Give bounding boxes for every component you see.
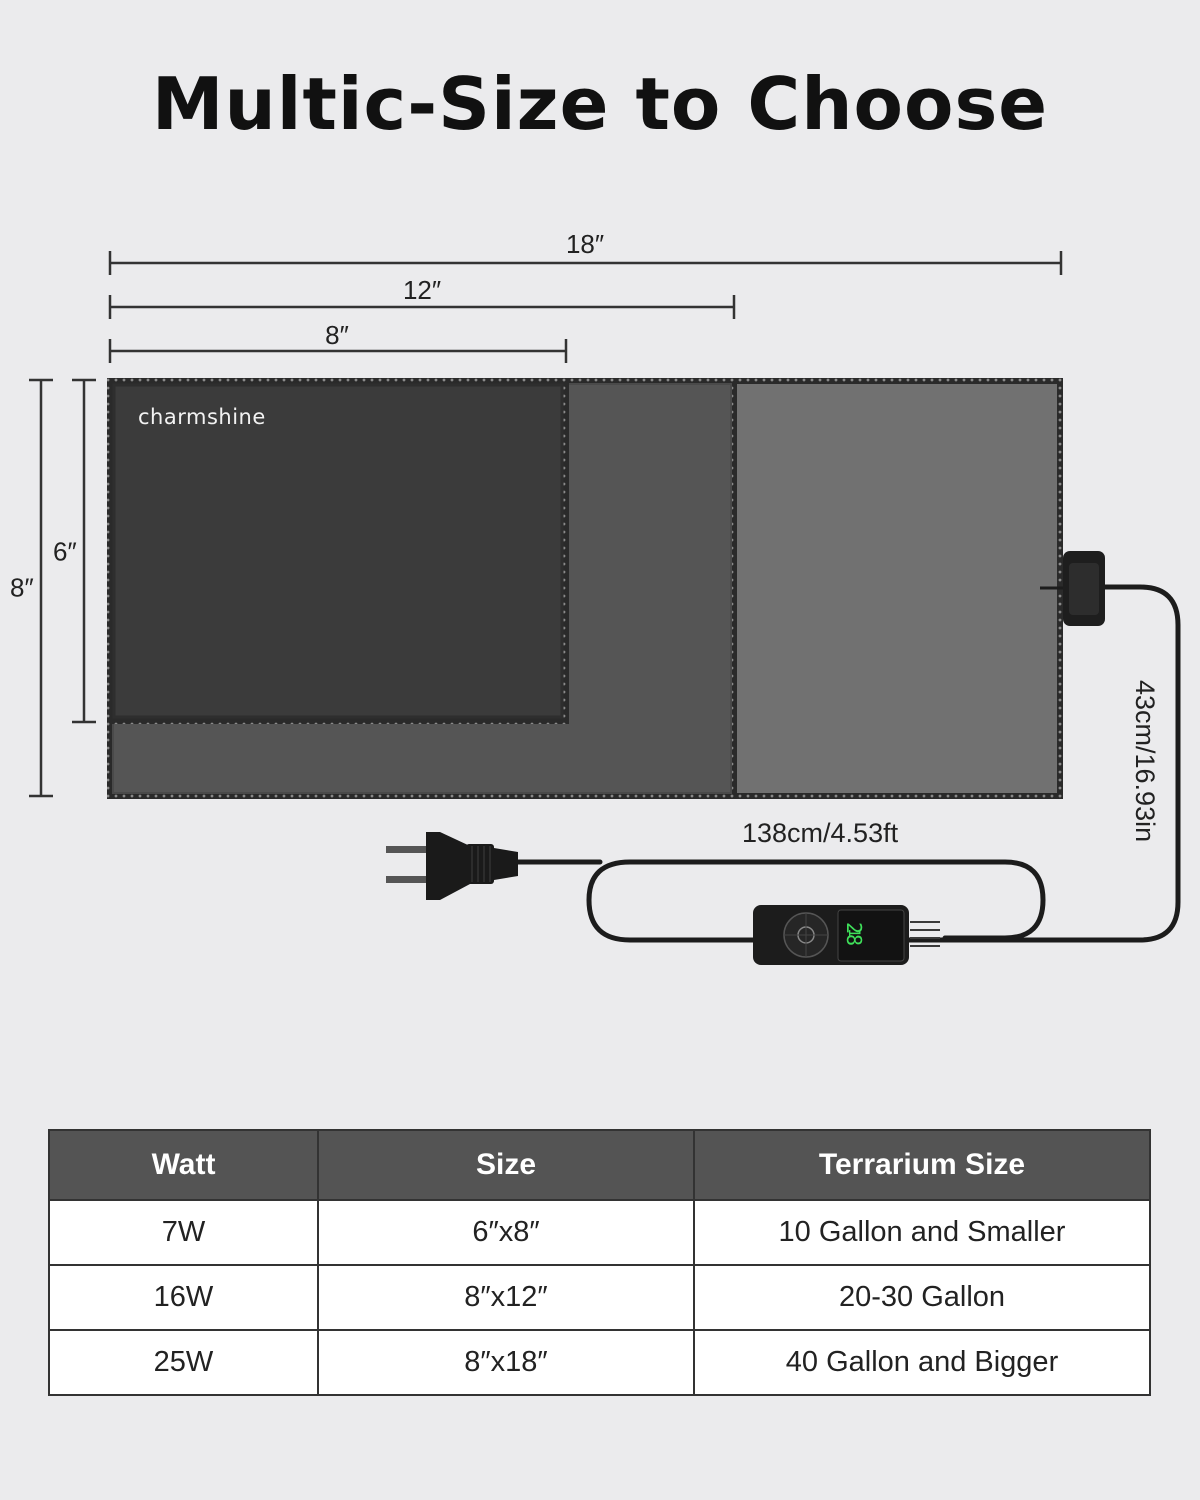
table-row: 25W 8″x18″ 40 Gallon and Bigger (48, 1329, 1151, 1396)
table-cell-terrarium: 10 Gallon and Smaller (693, 1199, 1151, 1266)
dimension-line-12 (108, 295, 736, 319)
spec-table: Watt Size Terrarium Size 7W 6″x8″ 10 Gal… (48, 1129, 1151, 1396)
width-label-8: 8″ (325, 320, 349, 350)
dimension-line-18 (108, 251, 1063, 275)
heat-mat-diagram (29, 251, 1181, 965)
table-header-terrarium-size: Terrarium Size (693, 1129, 1151, 1201)
pad-connector (1063, 551, 1105, 626)
table-row: 16W 8″x12″ 20-30 Gallon (48, 1264, 1151, 1331)
table-row: 7W 6″x8″ 10 Gallon and Smaller (48, 1199, 1151, 1266)
thermostat-controller (753, 905, 940, 965)
table-header-size: Size (317, 1129, 695, 1201)
table-cell-watt: 7W (48, 1199, 319, 1266)
power-cord (512, 584, 1181, 943)
table-cell-size: 8″x18″ (317, 1329, 695, 1396)
cord-length-label-pad-controller: 43cm/16.93in (1130, 680, 1160, 843)
height-label-8: 8″ (10, 572, 34, 603)
cord-length-label-controller-plug: 138cm/4.53ft (742, 818, 899, 848)
table-cell-size: 6″x8″ (317, 1199, 695, 1266)
table-header-watt: Watt (48, 1129, 319, 1201)
table-cell-watt: 25W (48, 1329, 319, 1396)
page-title: Multic-Size to Choose (151, 62, 1049, 146)
table-header-row: Watt Size Terrarium Size (48, 1129, 1151, 1201)
dimension-line-height-8 (29, 378, 53, 798)
width-label-12: 12″ (402, 275, 442, 305)
dimension-line-8 (108, 339, 568, 363)
height-label-6: 6″ (53, 536, 77, 567)
table-cell-terrarium: 40 Gallon and Bigger (693, 1329, 1151, 1396)
brand-logo: charmshine (138, 405, 266, 429)
heat-pad-small (107, 378, 569, 724)
table-cell-terrarium: 20-30 Gallon (693, 1264, 1151, 1331)
table-cell-watt: 16W (48, 1264, 319, 1331)
width-label-18: 18″ (565, 229, 605, 259)
dimension-line-height-6 (72, 378, 96, 724)
controller-display-setting: 1 (845, 928, 864, 938)
power-plug-icon (386, 832, 518, 900)
table-cell-size: 8″x12″ (317, 1264, 695, 1331)
